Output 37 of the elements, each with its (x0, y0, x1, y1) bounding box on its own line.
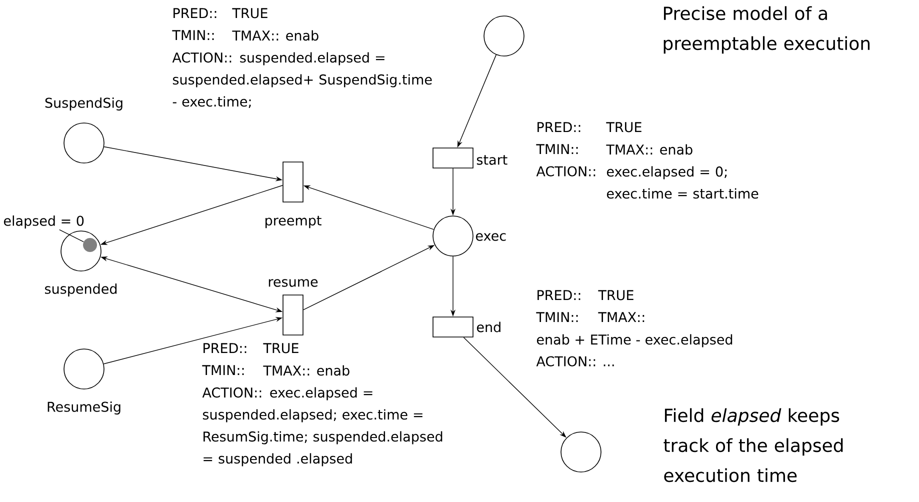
guard-text: enab + ETime - exec.elapsed (536, 334, 732, 348)
guard-text: TMAX:: enab (606, 144, 692, 155)
guard-text: TMIN:: (202, 365, 244, 376)
node-label: ResumeSig (48, 401, 120, 415)
guard-text: PRED:: (538, 290, 580, 300)
guard-text: TRUE (606, 122, 642, 132)
guard-text: ACTION:: ... (536, 356, 614, 366)
guard-text: TRUE (598, 290, 634, 300)
node-label: exec (476, 233, 506, 241)
annotation-text: elapsed = 0 (4, 215, 84, 229)
node-label: suspended (45, 283, 117, 297)
node-label: preempt (266, 216, 322, 228)
guard-text: PRED:: (538, 122, 580, 132)
guard-text: TMAX:: enab (232, 30, 318, 41)
node-label: end (476, 322, 500, 332)
node-label: resume (268, 279, 318, 287)
leader-line (59, 229, 84, 242)
note-text: Precise model of a preemptable execution (664, 6, 870, 54)
token-dot (83, 238, 97, 252)
guard-text: TMAX:: enab (263, 365, 350, 376)
guard-text: PRED:: (174, 8, 216, 18)
guard-text: TRUE (263, 343, 298, 354)
guard-text: TMIN:: (536, 312, 578, 322)
place-circle (560, 432, 602, 472)
guard-text: PRED:: (204, 343, 246, 354)
guard-text: ACTION:: suspended.elapsed = suspended.elapsed+ SuspendSig.time - exec.time; (172, 52, 432, 108)
node-label: start (476, 155, 508, 165)
note-text: Field elapsed keeps track of the elapsed execution time (664, 408, 843, 482)
guard-text: ACTION:: (536, 166, 596, 176)
guard-text: TMAX:: (598, 312, 644, 322)
guard-text: exec.elapsed = 0; exec.time = start.time (606, 166, 758, 199)
guard-text: TMIN:: (536, 144, 578, 154)
guard-text: TRUE (232, 8, 268, 18)
guard-text: ACTION:: exec.elapsed = suspended.elapsed; exec.time = ResumSig.time; suspended.elapsed = suspended .elapsed (202, 387, 442, 466)
node-label: SuspendSig (45, 97, 122, 111)
place-circle (484, 16, 524, 56)
guard-text: TMIN:: (172, 30, 214, 40)
